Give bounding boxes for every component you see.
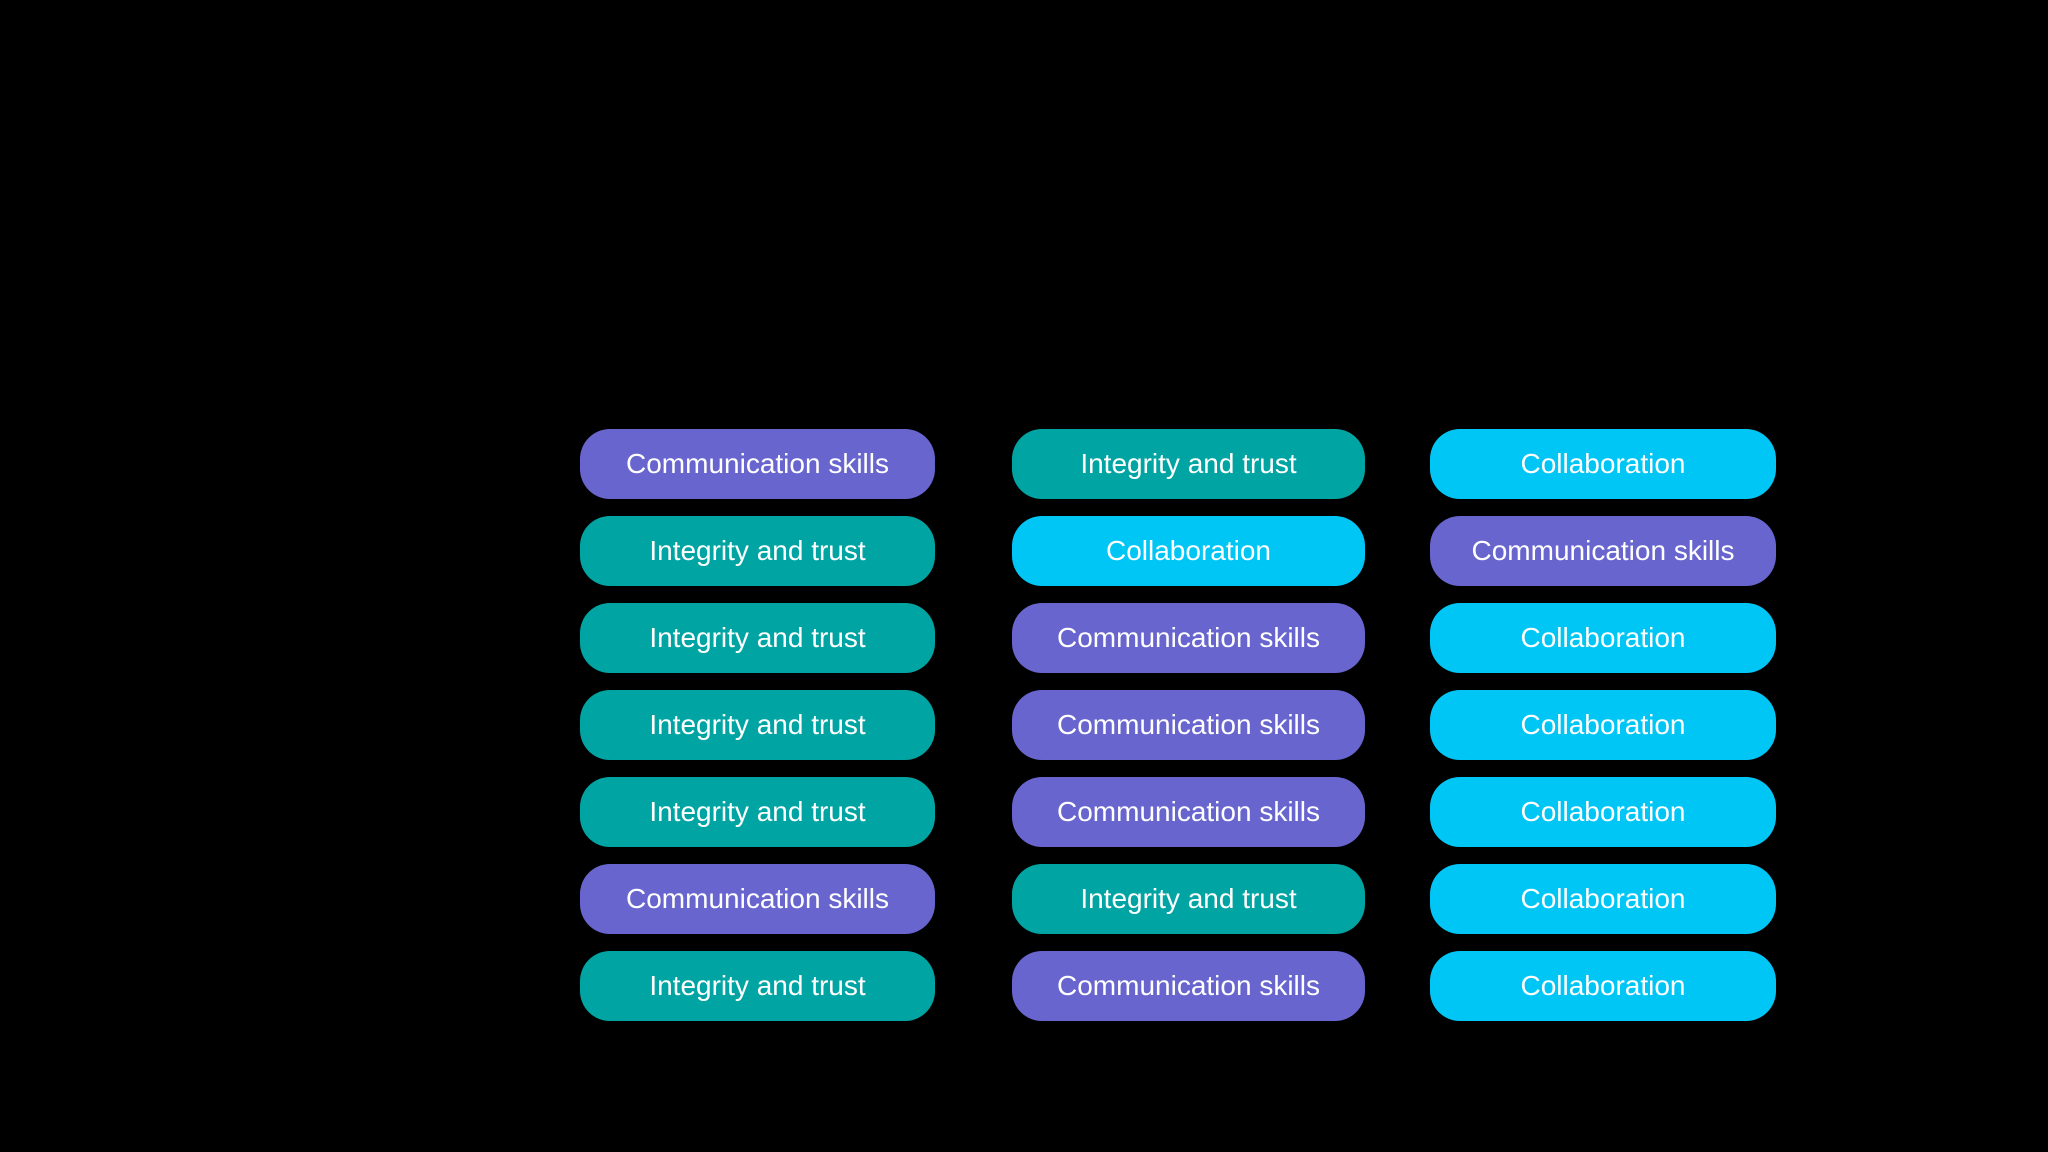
skill-pill[interactable]: Collaboration: [1430, 951, 1776, 1021]
skill-column-2: Integrity and trust Collaboration Commun…: [1012, 429, 1365, 1021]
skill-pill[interactable]: Collaboration: [1430, 603, 1776, 673]
skill-pill-label: Communication skills: [1471, 535, 1735, 566]
skill-pill[interactable]: Integrity and trust: [580, 777, 935, 847]
skill-pill[interactable]: Integrity and trust: [580, 690, 935, 760]
skill-pill[interactable]: Communication skills: [1012, 777, 1365, 847]
skill-pill-label: Collaboration: [1520, 883, 1686, 914]
skill-pill-label: Integrity and trust: [1080, 883, 1297, 914]
skill-pill-label: Communication skills: [626, 883, 889, 914]
skill-pill[interactable]: Integrity and trust: [580, 603, 935, 673]
skill-pill-label: Integrity and trust: [649, 709, 866, 740]
skill-pill[interactable]: Integrity and trust: [580, 516, 935, 586]
skill-pill-label: Communication skills: [1057, 622, 1320, 653]
skill-pill-label: Collaboration: [1520, 709, 1686, 740]
skill-pill-label: Collaboration: [1520, 622, 1686, 653]
skill-pill[interactable]: Integrity and trust: [1012, 429, 1365, 499]
skill-pill[interactable]: Integrity and trust: [1012, 864, 1365, 934]
skill-pill[interactable]: Collaboration: [1430, 690, 1776, 760]
skill-pill-label: Integrity and trust: [649, 796, 866, 827]
skill-pill-label: Communication skills: [626, 448, 889, 479]
skill-pill-label: Collaboration: [1520, 970, 1686, 1001]
skill-pill-label: Communication skills: [1057, 709, 1320, 740]
skill-pill-label: Collaboration: [1520, 796, 1686, 827]
skill-pill[interactable]: Communication skills: [1012, 951, 1365, 1021]
skill-pill[interactable]: Communication skills: [1012, 603, 1365, 673]
skill-pill-label: Integrity and trust: [649, 535, 866, 566]
skill-pill[interactable]: Communication skills: [1012, 690, 1365, 760]
skill-pill[interactable]: Communication skills: [580, 864, 935, 934]
skill-pill-label: Communication skills: [1057, 796, 1320, 827]
skill-pill-label: Integrity and trust: [649, 970, 866, 1001]
skill-pill[interactable]: Collaboration: [1430, 777, 1776, 847]
skill-pill[interactable]: Collaboration: [1430, 429, 1776, 499]
skill-pill-label: Integrity and trust: [1080, 448, 1297, 479]
skill-pill[interactable]: Communication skills: [580, 429, 935, 499]
skill-pill-label: Integrity and trust: [649, 622, 866, 653]
skill-pill-label: Communication skills: [1057, 970, 1320, 1001]
skill-pill[interactable]: Collaboration: [1430, 864, 1776, 934]
skill-pill-label: Collaboration: [1106, 535, 1271, 566]
skill-pill[interactable]: Communication skills: [1430, 516, 1776, 586]
skill-column-1: Communication skills Integrity and trust…: [580, 429, 935, 1021]
skill-column-3: Collaboration Communication skills Colla…: [1430, 429, 1776, 1021]
skill-pill-label: Collaboration: [1520, 448, 1686, 479]
skill-pill[interactable]: Integrity and trust: [580, 951, 935, 1021]
skill-pill[interactable]: Collaboration: [1012, 516, 1365, 586]
